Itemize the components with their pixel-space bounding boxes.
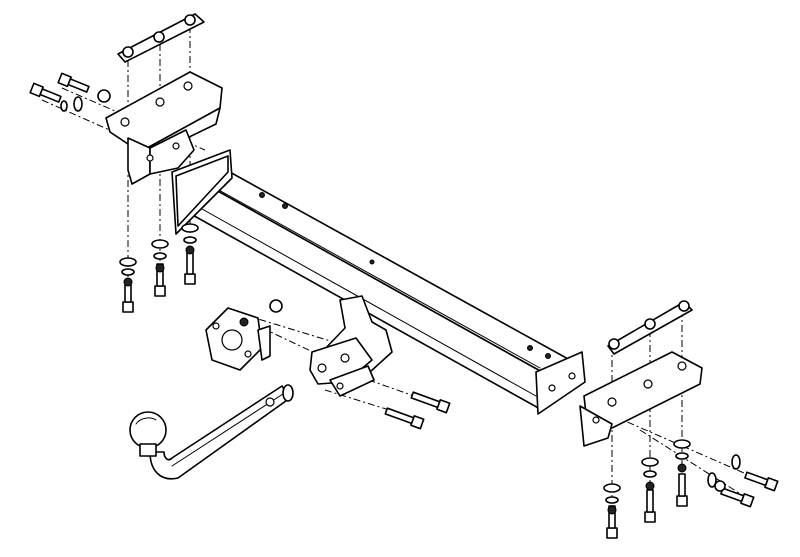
washers: [60, 96, 741, 504]
bolt: [744, 471, 779, 492]
bolts: [29, 72, 779, 539]
right-top-clamp-plate: [607, 300, 693, 355]
assembly-lines: [41, 26, 761, 525]
bolt: [676, 473, 688, 507]
bolt: [720, 487, 755, 508]
tow-ball: [129, 411, 167, 457]
right-mounting-bracket: [579, 351, 703, 447]
bolt: [384, 407, 425, 430]
bolt: [644, 489, 656, 523]
bolt: [410, 391, 451, 414]
main-crossbar: [171, 149, 586, 415]
bolt: [184, 251, 196, 285]
bolt: [57, 72, 90, 93]
tow-ball-neck: [149, 384, 294, 480]
bolt: [29, 82, 62, 103]
nuts: [97, 89, 726, 515]
left-top-clamp-plate: [117, 13, 205, 63]
left-mounting-bracket: [105, 71, 223, 185]
hitch-receiver: [309, 295, 393, 397]
socket-plate: [205, 307, 271, 371]
